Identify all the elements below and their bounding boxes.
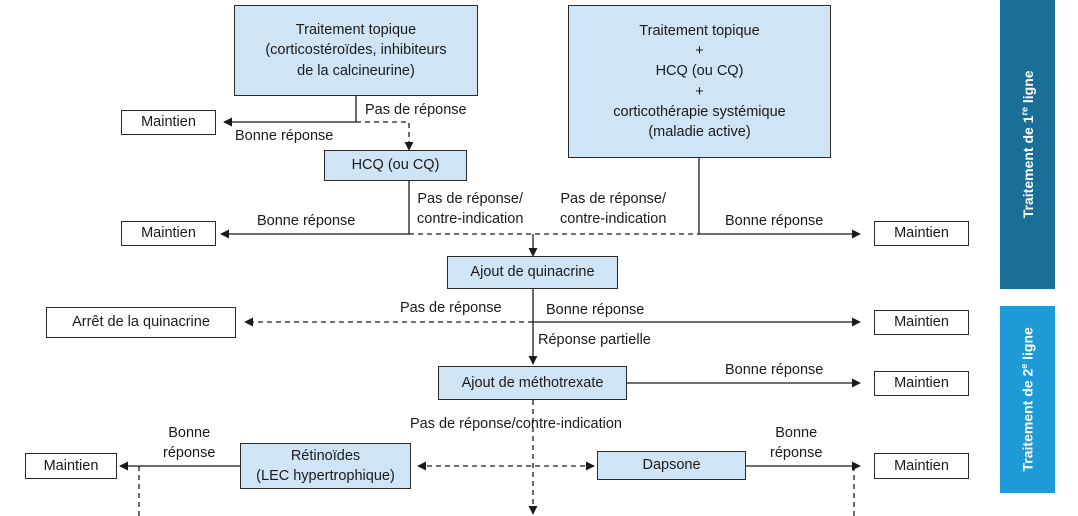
maintien-box-4: Maintien — [874, 310, 969, 335]
maintien-box-2: Maintien — [121, 221, 216, 246]
label-no-response-1: Pas de réponse — [365, 102, 467, 118]
label-partial-response: Réponse partielle — [538, 332, 651, 348]
label-no-response-2: Pas de réponse — [400, 300, 502, 316]
label-good-response-1: Bonne réponse — [235, 128, 334, 144]
label-good-response-3: Bonne réponse — [725, 213, 824, 229]
second-line-treatment-label: Traitement de 2e ligne — [1019, 327, 1036, 472]
quinacrine-box: Ajout de quinacrine — [447, 256, 618, 289]
flowchart-connectors — [119, 96, 861, 516]
topical-combo-treatment-box: Traitement topique + HCQ (ou CQ) + corti… — [568, 5, 831, 158]
maintien-box-6: Maintien — [25, 453, 117, 479]
label-good-response-5: Bonne réponse — [725, 362, 824, 378]
maintien-box-1: Maintien — [121, 110, 216, 135]
label-no-response-contra-right: Pas de réponse/ contre-indication — [560, 191, 667, 228]
methotrexate-box: Ajout de méthotrexate — [438, 366, 627, 400]
label-good-response-4: Bonne réponse — [546, 302, 645, 318]
first-line-treatment-label: Traitement de 1re ligne — [1019, 70, 1036, 219]
topical-treatment-box: Traitement topique (corticostéroïdes, in… — [234, 5, 478, 96]
label-no-response-contra-inline: Pas de réponse/contre-indication — [410, 416, 622, 432]
first-line-treatment-band: Traitement de 1re ligne — [1000, 0, 1055, 289]
maintien-box-5: Maintien — [874, 371, 969, 396]
maintien-box-3: Maintien — [874, 221, 969, 246]
second-line-treatment-band: Traitement de 2e ligne — [1000, 306, 1055, 493]
label-good-response-2: Bonne réponse — [257, 213, 356, 229]
hcq-box: HCQ (ou CQ) — [324, 150, 467, 181]
stop-quinacrine-box: Arrêt de la quinacrine — [46, 307, 236, 338]
maintien-box-7: Maintien — [874, 453, 969, 479]
label-no-response-contra-left: Pas de réponse/ contre-indication — [417, 191, 524, 228]
label-good-response-6: Bonne réponse — [163, 425, 216, 462]
retinoids-box: Rétinoïdes (LEC hypertrophique) — [240, 443, 411, 489]
dapsone-box: Dapsone — [597, 451, 746, 480]
label-good-response-7: Bonne réponse — [770, 425, 823, 462]
